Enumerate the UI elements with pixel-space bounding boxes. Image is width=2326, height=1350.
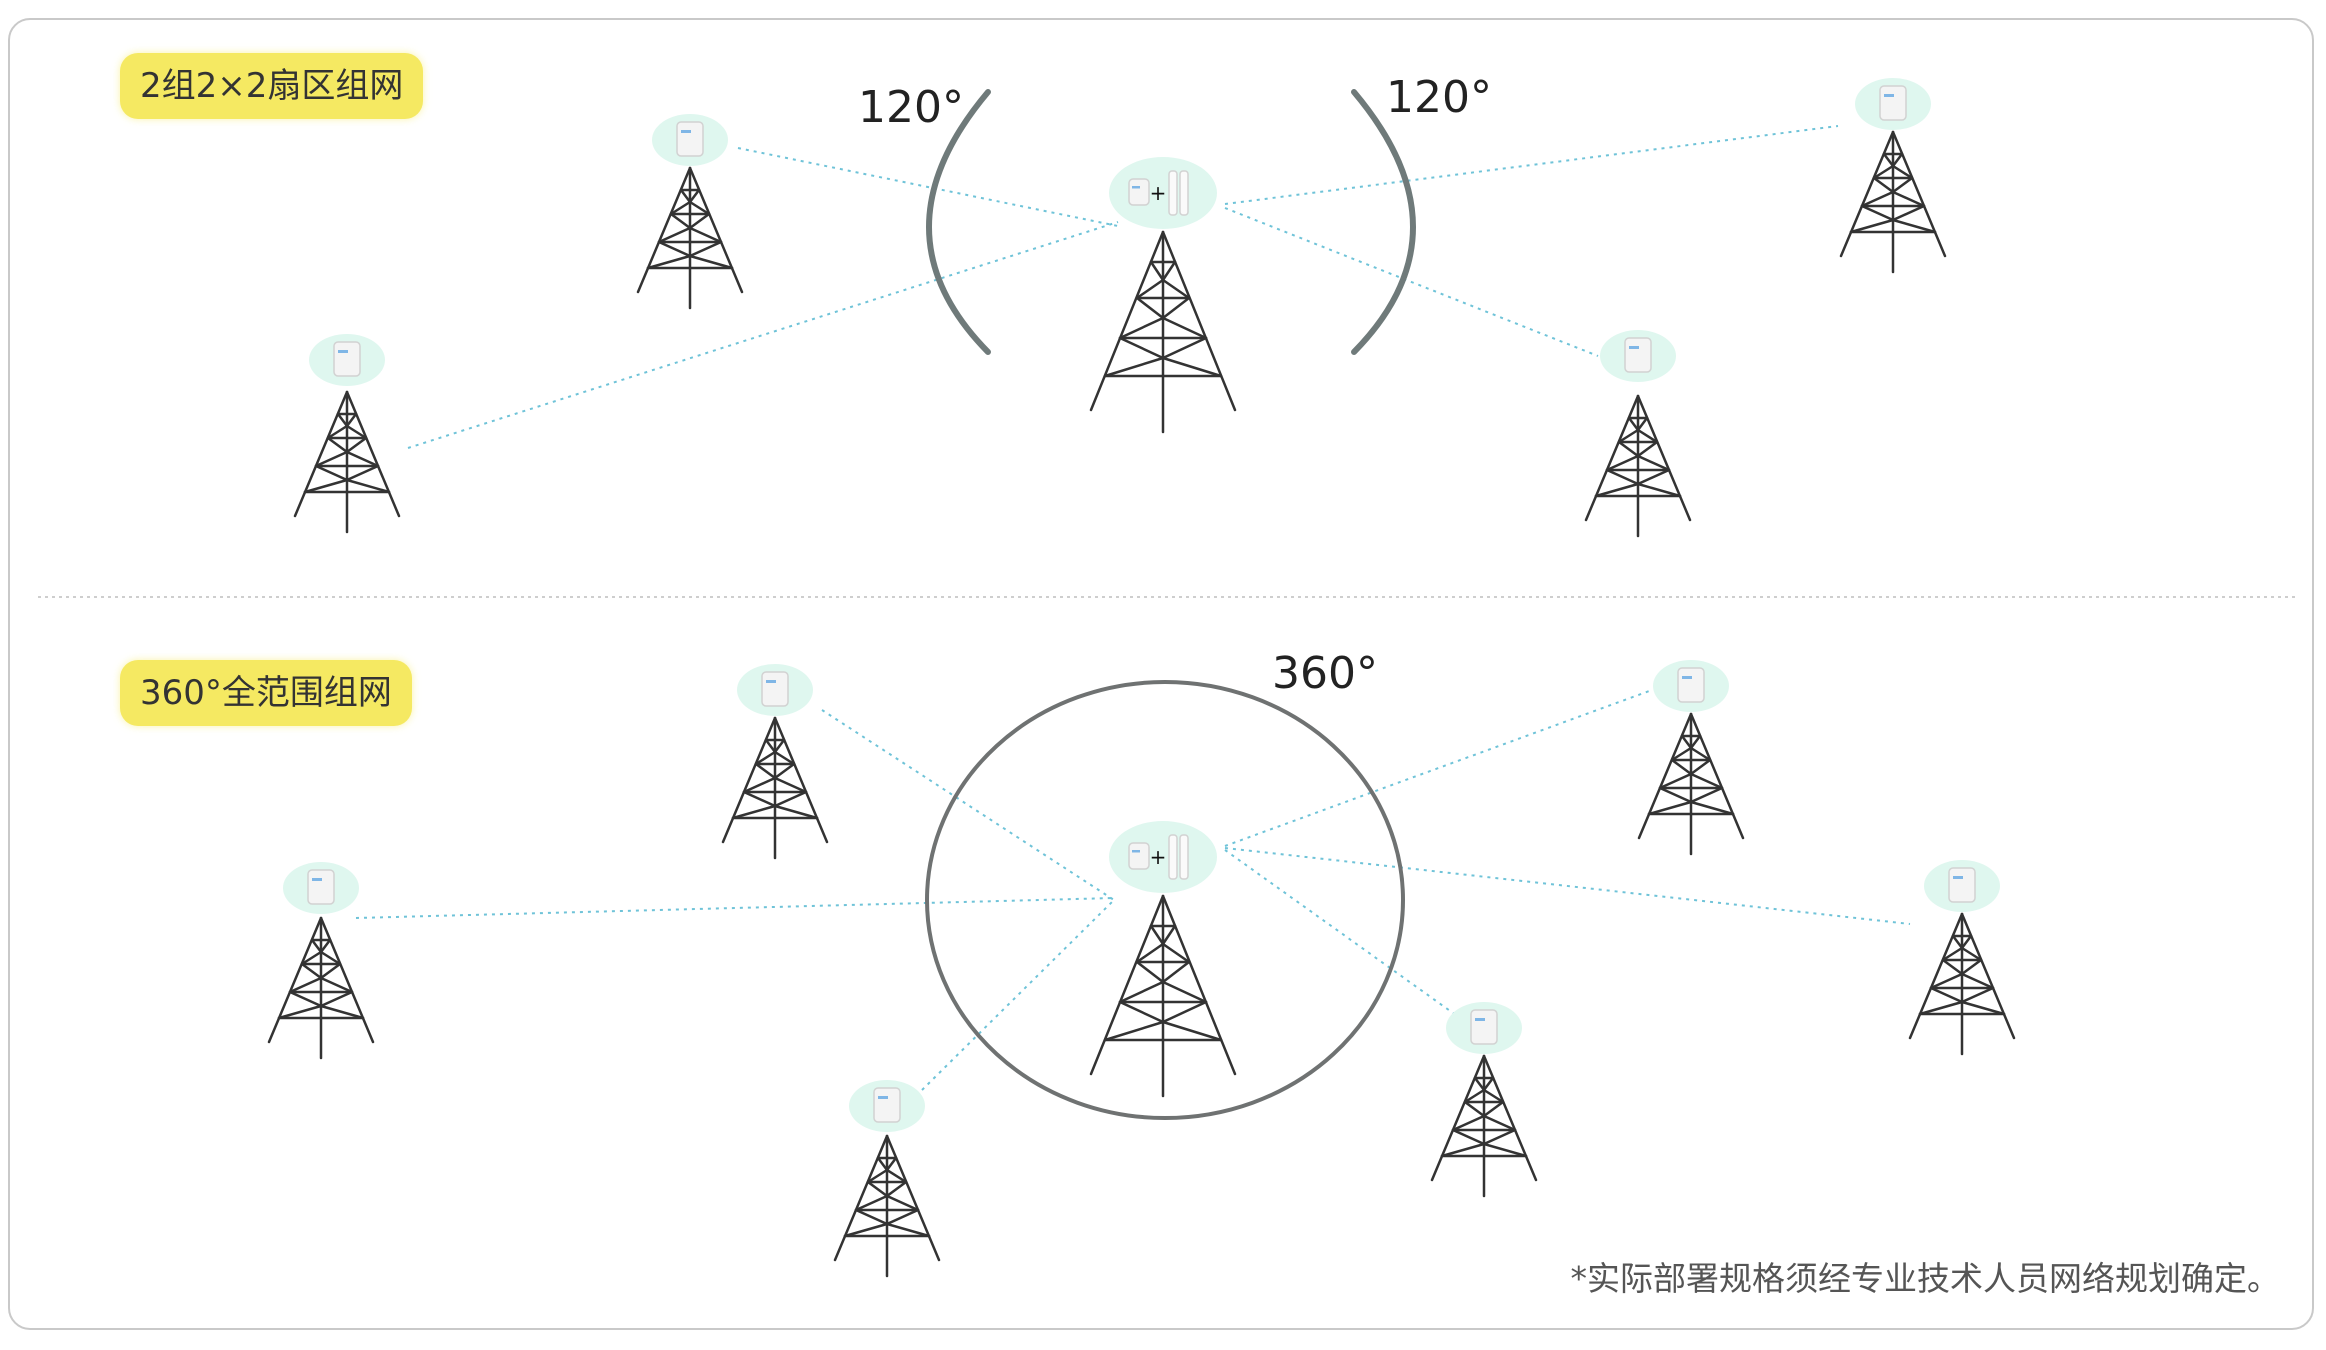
- sector-arc-right: [1351, 89, 1416, 355]
- sector-arc-left: [926, 89, 991, 355]
- coverage-circle-360: [925, 680, 1405, 1120]
- hub-tower-top: [1089, 156, 1237, 434]
- client-tower: [1637, 659, 1745, 856]
- client-tower: [721, 663, 829, 860]
- client-tower: [1430, 1001, 1538, 1198]
- section-label-omni: 360°全范围组网: [120, 660, 412, 726]
- footnote: *实际部署规格须经专业技术人员网络规划确定。: [1570, 1259, 2281, 1298]
- diagram-frame: [8, 18, 2314, 1330]
- section-label-sector: 2组2×2扇区组网: [120, 53, 424, 119]
- angle-label-right: 120°: [1386, 72, 1492, 123]
- client-tower: [1839, 77, 1947, 274]
- angle-label-left: 120°: [858, 82, 964, 133]
- client-tower: [833, 1079, 941, 1278]
- bottom-links: [355, 689, 1911, 1091]
- client-tower: [293, 333, 401, 534]
- top-links: [407, 125, 1839, 449]
- hub-tower-bottom: [1089, 820, 1237, 1098]
- client-tower: [267, 861, 375, 1060]
- client-tower: [1908, 859, 2016, 1056]
- client-tower: [1584, 329, 1692, 538]
- client-tower: [636, 113, 744, 310]
- angle-label-360: 360°: [1272, 648, 1378, 699]
